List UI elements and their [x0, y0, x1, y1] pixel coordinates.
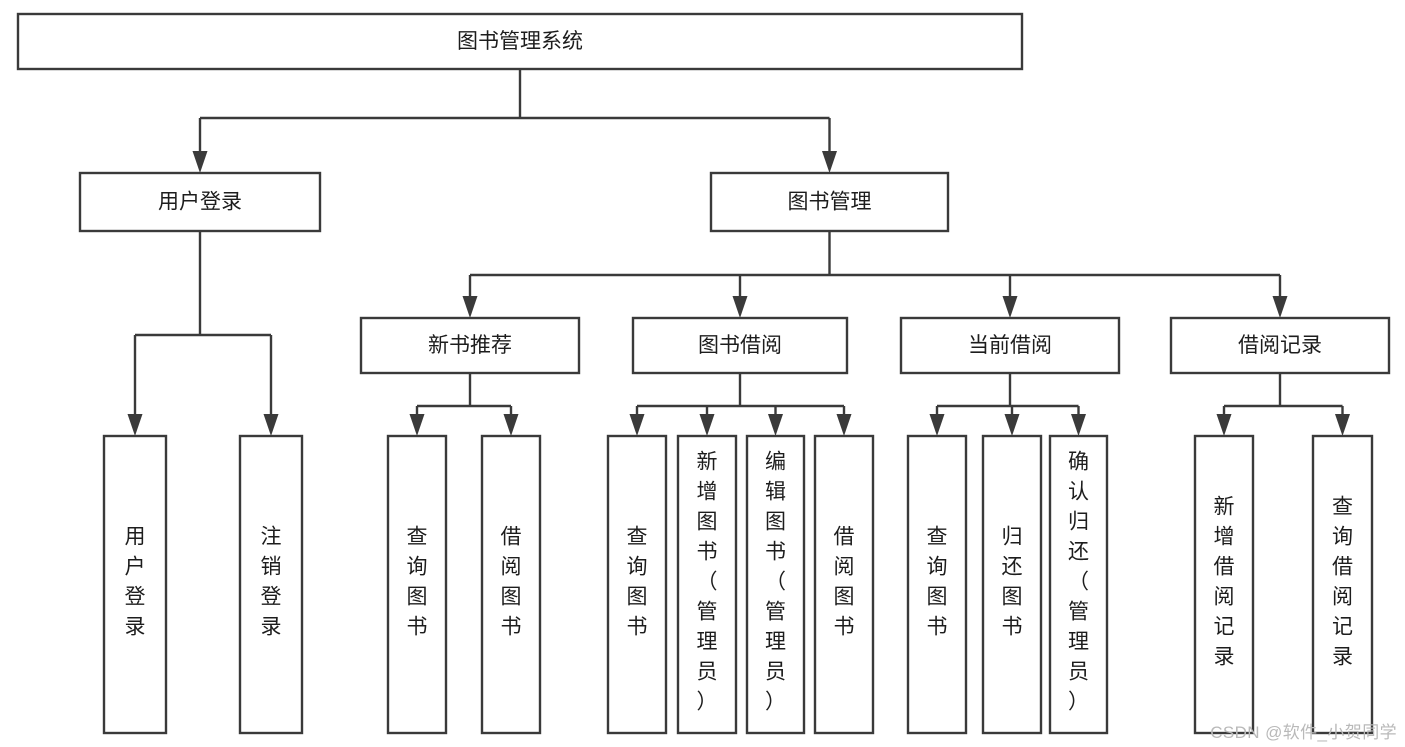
node-leaf-edit-book-admin-label: 编辑图书（管理员）	[765, 451, 786, 714]
node-leaf-query-borrow-record-label: 查询借阅记录	[1332, 496, 1353, 669]
nodes-layer: 图书管理系统用户登录图书管理新书推荐图书借阅当前借阅借阅记录用户登录注销登录查询…	[16, 12, 1391, 735]
node-leaf-logout-login-label: 注销登录	[261, 526, 282, 639]
node-current-borrow-label: 当前借阅	[968, 334, 1052, 357]
node-leaf-borrow-book-1-label: 借阅图书	[501, 526, 522, 639]
node-book-borrow-label: 图书借阅	[698, 334, 782, 357]
node-leaf-user-login-label: 用户登录	[125, 526, 146, 639]
node-new-book-recommend-label: 新书推荐	[428, 334, 512, 357]
node-leaf-add-book-admin-box[interactable]	[676, 434, 738, 735]
root-node-box[interactable]	[16, 12, 1024, 71]
node-leaf-query-book-1-label: 查询图书	[407, 526, 428, 639]
node-leaf-borrow-book-2-label: 借阅图书	[834, 526, 855, 639]
node-leaf-borrow-book-1-box[interactable]	[480, 434, 542, 735]
node-leaf-confirm-return-admin-box[interactable]	[1048, 434, 1109, 735]
node-book-management-label: 图书管理	[788, 191, 872, 214]
root-node-label: 图书管理系统	[457, 30, 583, 53]
node-leaf-query-book-2-label: 查询图书	[627, 526, 648, 639]
node-leaf-add-book-admin-label: 新增图书（管理员）	[697, 451, 718, 714]
node-borrow-record-box[interactable]	[1169, 316, 1391, 375]
connectors-layer	[127, 69, 1350, 436]
node-book-management-box[interactable]	[709, 171, 950, 233]
node-leaf-return-book-box[interactable]	[981, 434, 1043, 735]
node-user-login-box[interactable]	[78, 171, 322, 233]
node-leaf-user-login-box[interactable]	[102, 434, 168, 735]
node-current-borrow-box[interactable]	[899, 316, 1121, 375]
node-leaf-query-book-1-box[interactable]	[386, 434, 448, 735]
node-leaf-add-borrow-record-box[interactable]	[1193, 434, 1255, 735]
node-leaf-query-book-3-box[interactable]	[906, 434, 968, 735]
node-leaf-query-book-2-box[interactable]	[606, 434, 668, 735]
node-leaf-add-borrow-record-label: 新增借阅记录	[1214, 496, 1235, 669]
watermark-text: CSDN @软件_小贺同学	[1210, 723, 1397, 742]
node-leaf-logout-login-box[interactable]	[238, 434, 304, 735]
node-leaf-return-book-label: 归还图书	[1002, 526, 1023, 639]
node-leaf-edit-book-admin-box[interactable]	[745, 434, 806, 735]
node-new-book-recommend-box[interactable]	[359, 316, 581, 375]
node-borrow-record-label: 借阅记录	[1238, 334, 1322, 357]
node-leaf-borrow-book-2-box[interactable]	[813, 434, 875, 735]
node-leaf-confirm-return-admin-label: 确认归还（管理员）	[1068, 451, 1089, 714]
node-user-login-label: 用户登录	[158, 191, 242, 214]
node-leaf-query-borrow-record-box[interactable]	[1311, 434, 1374, 735]
node-leaf-query-book-3-label: 查询图书	[927, 526, 948, 639]
node-book-borrow-box[interactable]	[631, 316, 849, 375]
